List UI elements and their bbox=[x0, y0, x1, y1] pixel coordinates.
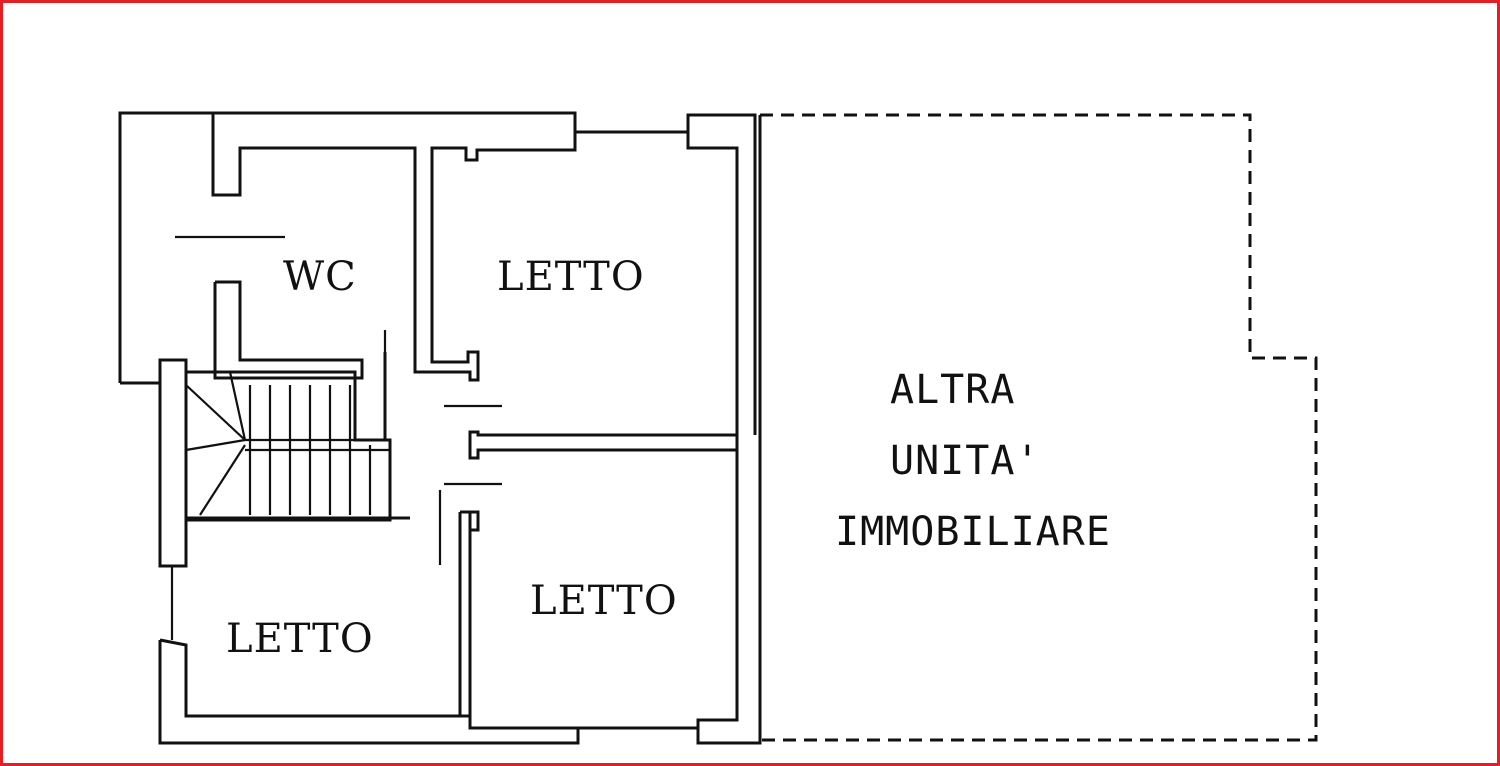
wall-bottom bbox=[158, 638, 580, 745]
stair-column bbox=[158, 358, 188, 568]
room-label-bedroom-middle: LETTO bbox=[530, 578, 678, 624]
wall-top-left bbox=[118, 111, 757, 435]
wall-right-top bbox=[686, 132, 739, 435]
stair-frame bbox=[184, 370, 392, 522]
other-unit-outline bbox=[760, 113, 1318, 742]
walls bbox=[118, 111, 762, 745]
room-label-wc: WC bbox=[283, 254, 357, 300]
wall-top-inner bbox=[211, 113, 577, 382]
wall-wc-left-stub bbox=[213, 282, 355, 380]
stair-treads bbox=[185, 371, 390, 516]
wall-central-vertical bbox=[458, 510, 480, 716]
other-unit-label-line3: IMMOBILIARE bbox=[835, 509, 1111, 555]
room-label-bedroom-bottom-left: LETTO bbox=[226, 616, 374, 662]
staircase bbox=[184, 370, 410, 522]
other-unit-label-line1: ALTRA bbox=[890, 367, 1015, 413]
wall-right-bottom bbox=[696, 115, 762, 745]
wall-bedroom-divider bbox=[468, 430, 739, 460]
other-unit-label-line2: UNITA' bbox=[890, 438, 1041, 484]
room-label-bedroom-top: LETTO bbox=[497, 254, 645, 300]
door-marks bbox=[175, 235, 502, 565]
